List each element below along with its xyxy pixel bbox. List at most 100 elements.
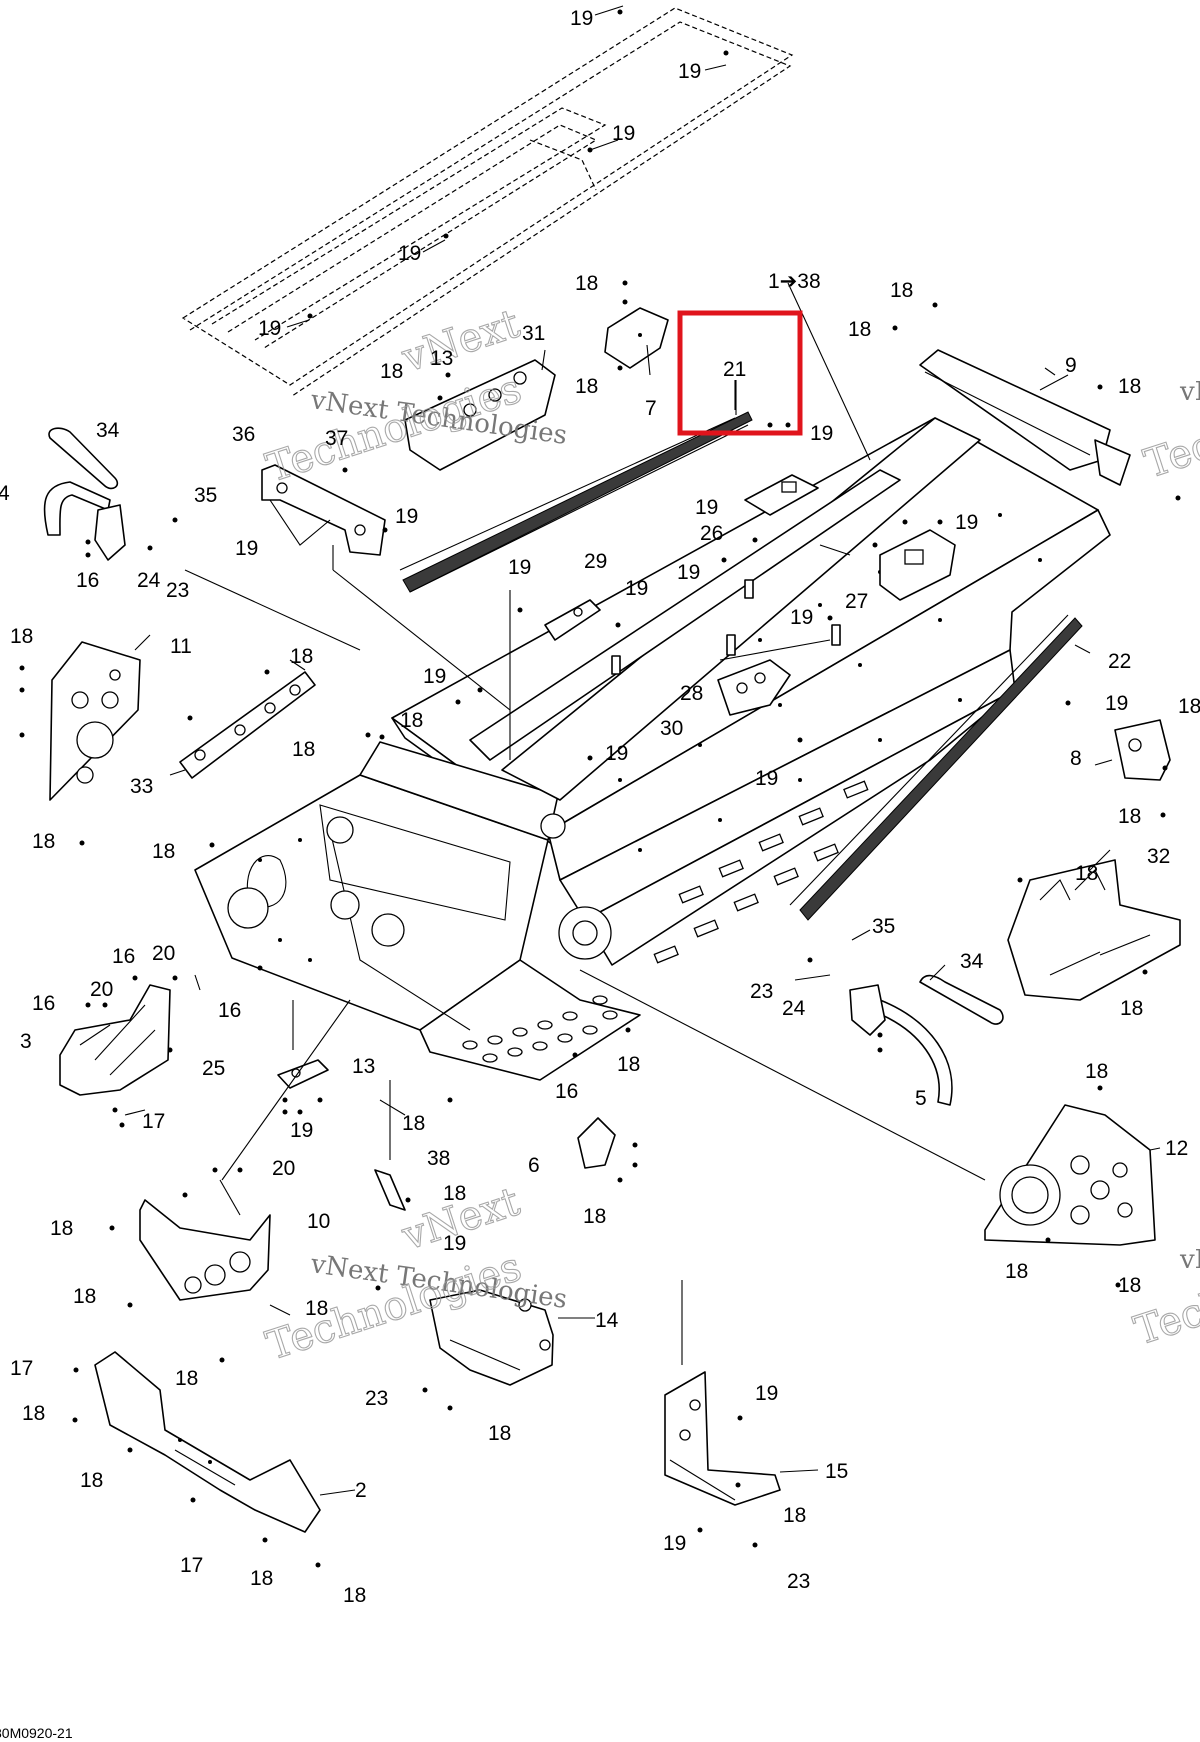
plate-part-30[interactable]: [717, 659, 791, 716]
bracket-part-right-16[interactable]: [849, 984, 886, 1036]
plate-part-11[interactable]: [49, 641, 141, 801]
callout-label[interactable]: 18: [1075, 862, 1098, 885]
callout-label[interactable]: 19: [810, 422, 833, 445]
callout-label[interactable]: 7: [645, 397, 657, 420]
bracket-part-7[interactable]: [604, 307, 669, 369]
plate-part-33[interactable]: [179, 671, 316, 779]
callout-label[interactable]: 19: [955, 511, 978, 534]
callout-label[interactable]: 19: [395, 505, 418, 528]
rail-part-2[interactable]: [94, 1351, 321, 1533]
callout-label[interactable]: 19: [1105, 692, 1128, 715]
callout-21[interactable]: 21: [723, 358, 746, 381]
bracket-part-6[interactable]: [577, 1117, 616, 1169]
callout-label[interactable]: 18: [32, 830, 55, 853]
callout-label[interactable]: 18: [1118, 805, 1141, 828]
plate-part-12[interactable]: [984, 1104, 1156, 1246]
callout-label[interactable]: 23: [787, 1570, 810, 1593]
callout-label[interactable]: 18: [292, 738, 315, 761]
callout-label[interactable]: 19: [605, 742, 628, 765]
callout-label[interactable]: 23: [365, 1387, 388, 1410]
callout-label[interactable]: 16: [112, 945, 135, 968]
plate-part-27[interactable]: [879, 529, 956, 601]
callout-label[interactable]: 19: [677, 561, 700, 584]
callout-label[interactable]: 31: [522, 322, 545, 345]
callout-label[interactable]: 18: [250, 1567, 273, 1590]
callout-label[interactable]: 20: [90, 978, 113, 1001]
mount-part-31[interactable]: [404, 359, 556, 471]
callout-label[interactable]: 18: [1178, 695, 1200, 718]
callout-label[interactable]: 15: [825, 1460, 848, 1483]
callout-label[interactable]: 38: [427, 1147, 450, 1170]
callout-label[interactable]: 11: [170, 635, 192, 658]
bracket-part-8[interactable]: [1114, 719, 1171, 781]
callout-label[interactable]: 5: [915, 1087, 927, 1110]
callout-label[interactable]: 18: [1118, 1274, 1141, 1297]
callout-label[interactable]: 19: [235, 537, 258, 560]
callout-label[interactable]: 8: [1070, 747, 1082, 770]
bracket-part-14[interactable]: [429, 1289, 554, 1386]
callout-label[interactable]: 16: [555, 1080, 578, 1103]
tunnel-cover-part[interactable]: [181, 7, 794, 397]
callout-label[interactable]: 14: [595, 1309, 619, 1332]
callout-label[interactable]: 18: [1118, 375, 1141, 398]
plate-part-29[interactable]: [544, 599, 601, 641]
callout-label[interactable]: 35: [194, 484, 217, 507]
callout-label[interactable]: 34: [960, 950, 984, 973]
callout-label[interactable]: 19: [755, 767, 778, 790]
callout-label[interactable]: 18: [575, 375, 598, 398]
callout-label[interactable]: 19: [570, 7, 593, 30]
callout-label[interactable]: 9: [1065, 354, 1077, 377]
callout-label[interactable]: 17: [180, 1554, 203, 1577]
callout-label[interactable]: 18: [575, 272, 598, 295]
callout-label[interactable]: 19: [625, 577, 648, 600]
callout-label[interactable]: 36: [232, 423, 255, 446]
callout-label[interactable]: 24: [782, 997, 806, 1020]
pin-part-28[interactable]: [611, 579, 841, 675]
callout-label[interactable]: 17: [142, 1110, 165, 1133]
callout-label[interactable]: 23: [750, 980, 773, 1003]
callout-label[interactable]: 18: [80, 1469, 103, 1492]
rail-part-21[interactable]: [399, 411, 753, 593]
main-tunnel-frame[interactable]: [194, 417, 1111, 1081]
callout-label[interactable]: 18: [848, 318, 871, 341]
callout-label[interactable]: 18: [343, 1584, 366, 1607]
callout-label[interactable]: 20: [272, 1157, 295, 1180]
callout-label[interactable]: 18: [175, 1367, 198, 1390]
bracket-part-36[interactable]: [261, 464, 386, 556]
callout-label[interactable]: 18: [380, 360, 403, 383]
callout-label[interactable]: 18: [1120, 997, 1143, 1020]
handle-part-34-right[interactable]: [919, 974, 1004, 1025]
callout-label[interactable]: 19: [695, 496, 718, 519]
callout-label[interactable]: 27: [845, 590, 868, 613]
plate-part-32[interactable]: [1007, 859, 1181, 1001]
callout-label[interactable]: 37: [325, 427, 348, 450]
callout-label[interactable]: 24: [137, 569, 161, 592]
bracket-part-15[interactable]: [664, 1371, 781, 1506]
bracket-part-38[interactable]: [374, 1169, 406, 1211]
callout-label[interactable]: 12: [1165, 1137, 1188, 1160]
callout-label[interactable]: 33: [130, 775, 153, 798]
bracket-part-9[interactable]: [919, 349, 1131, 486]
callout-label[interactable]: 20: [152, 942, 175, 965]
callout-label[interactable]: 13: [352, 1055, 375, 1078]
callout-label[interactable]: 18: [402, 1112, 425, 1135]
callout-label[interactable]: 6: [528, 1154, 540, 1177]
callout-label[interactable]: 18: [22, 1402, 45, 1425]
callout-label[interactable]: 18: [290, 645, 313, 668]
callout-label[interactable]: 26: [700, 522, 723, 545]
callout-label[interactable]: 18: [1085, 1060, 1108, 1083]
callout-label[interactable]: 34: [96, 419, 120, 442]
plate-part-13-lower[interactable]: [277, 1059, 329, 1089]
callout-label[interactable]: 19: [508, 556, 531, 579]
callout-label[interactable]: 18: [488, 1422, 511, 1445]
callout-label[interactable]: 13: [430, 347, 453, 370]
callout-label[interactable]: 18: [152, 840, 175, 863]
callout-label[interactable]: 23: [166, 579, 189, 602]
callout-label[interactable]: 18: [443, 1182, 466, 1205]
callout-label[interactable]: 19: [423, 665, 446, 688]
callout-label[interactable]: 35: [872, 915, 895, 938]
bracket-part-left-16[interactable]: [94, 504, 126, 561]
callout-label[interactable]: 10: [307, 1210, 330, 1233]
callout-label[interactable]: 4: [0, 482, 10, 505]
callout-label[interactable]: 16: [32, 992, 55, 1015]
